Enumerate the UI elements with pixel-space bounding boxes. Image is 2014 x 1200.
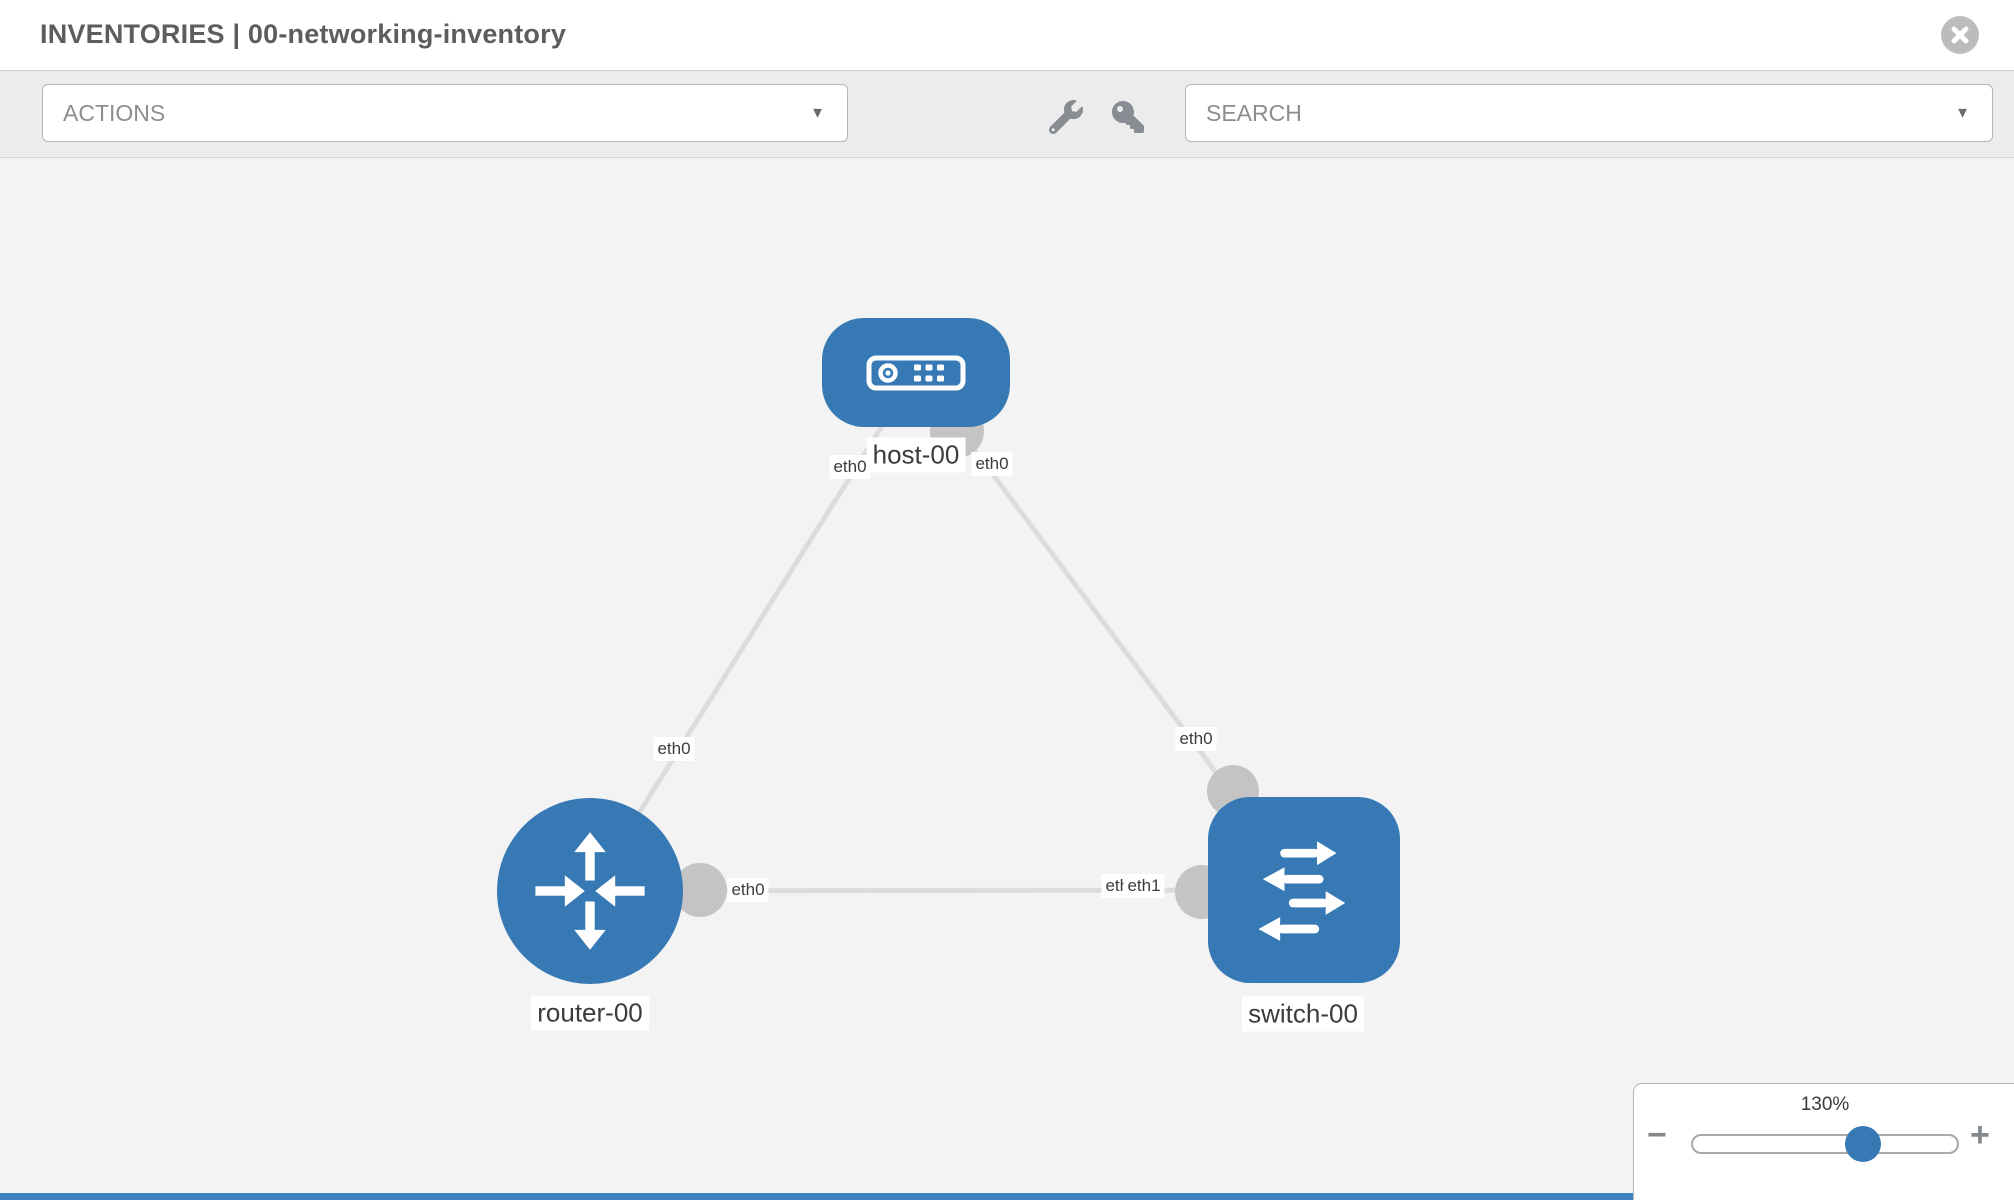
chevron-down-icon: ▼ [810, 104, 825, 122]
node-host-00[interactable] [822, 318, 1010, 427]
chevron-down-icon: ▼ [1955, 104, 1970, 122]
key-button[interactable] [1107, 96, 1149, 138]
node-label-router: router-00 [531, 995, 649, 1031]
toolbar: ACTIONS ▼ SEARCH ▼ [0, 70, 2014, 158]
zoom-slider-thumb[interactable] [1845, 1126, 1881, 1162]
topology-canvas[interactable]: host-00 router-00 switch-00 eth0 eth0 et… [0, 158, 2014, 1200]
wrench-icon [1049, 100, 1083, 134]
node-label-switch: switch-00 [1242, 996, 1364, 1032]
port-label-host-switch: eth0 [971, 452, 1013, 476]
node-label-host: host-00 [866, 437, 966, 473]
node-switch-00[interactable] [1208, 797, 1400, 983]
key-icon [1112, 101, 1144, 133]
port-label-router-upper: eth0 [653, 737, 695, 761]
actions-dropdown[interactable]: ACTIONS ▼ [42, 84, 848, 142]
router-icon [535, 832, 645, 950]
zoom-out-button[interactable]: − [1647, 1116, 1667, 1154]
port-label-switch-front: eth1 [1123, 874, 1165, 898]
page-title: INVENTORIES | 00-networking-inventory [40, 19, 567, 49]
zoom-in-button[interactable]: + [1970, 1116, 1990, 1154]
title-bar: INVENTORIES | 00-networking-inventory [0, 0, 2014, 70]
zoom-level-label: 130% [1800, 1094, 1850, 1115]
host-icon [866, 355, 966, 390]
node-router-00[interactable] [497, 798, 683, 984]
switch-icon [1258, 841, 1346, 941]
actions-dropdown-label: ACTIONS [63, 99, 166, 126]
bottom-edge-strip [0, 1193, 1633, 1200]
zoom-slider[interactable] [1691, 1126, 1959, 1162]
search-dropdown-label: SEARCH [1206, 99, 1302, 126]
port-label-router-right: eth0 [727, 878, 769, 902]
links-layer [587, 370, 1307, 894]
port-label-host-router: eth0 [829, 455, 871, 479]
wrench-button[interactable] [1045, 96, 1087, 138]
close-button[interactable] [1941, 16, 1979, 54]
port-label-switch-upper: eth0 [1175, 727, 1217, 751]
zoom-panel: 130% − + [1633, 1083, 2014, 1200]
close-icon [1951, 26, 1969, 44]
search-dropdown[interactable]: SEARCH ▼ [1185, 84, 1993, 142]
